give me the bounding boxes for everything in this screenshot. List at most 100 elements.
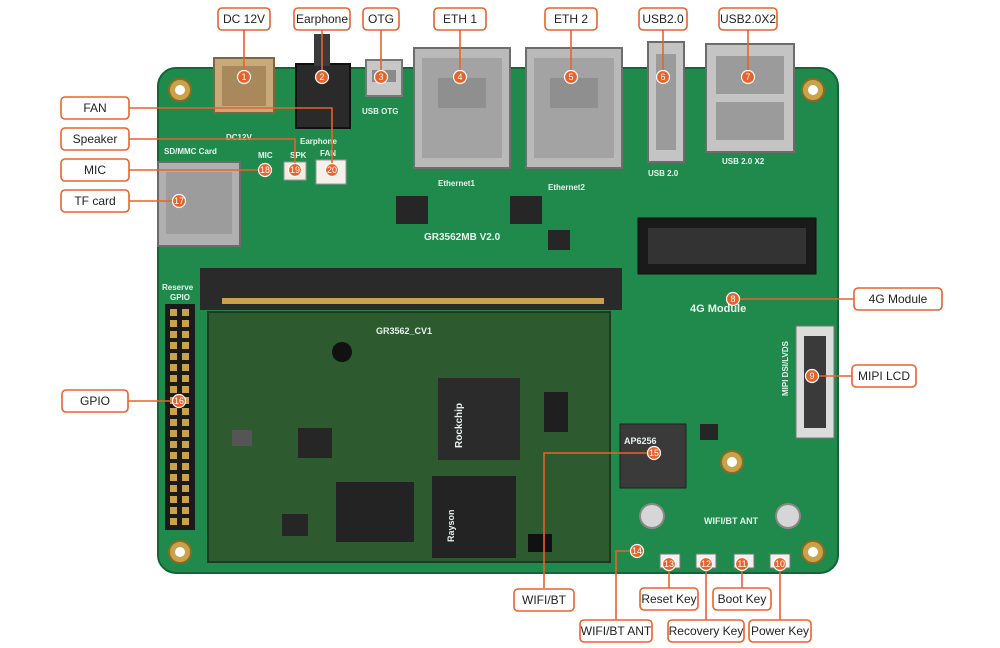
callout-number: 17: [174, 196, 184, 206]
callout-box: TF card: [60, 189, 130, 213]
gpio-pin: [182, 474, 189, 481]
gpio-pins: [170, 309, 189, 525]
silk-eth1: Ethernet1: [438, 179, 475, 188]
gpio-pin: [170, 452, 177, 459]
gpio-pin: [182, 430, 189, 437]
callout-marker: 1: [236, 69, 252, 85]
gpio-pin: [182, 353, 189, 360]
silk-4g-module: 4G Module: [690, 303, 746, 315]
silk-mipi: MIPI DSI/LVDS: [781, 340, 790, 396]
callout-number: 13: [664, 559, 674, 569]
callout-marker: 4: [452, 69, 468, 85]
callout-label: DC 12V: [223, 12, 265, 26]
callout-marker: 20: [324, 162, 340, 178]
silk-earphone: Earphone: [300, 137, 337, 146]
callout-marker: 9: [804, 368, 820, 384]
callout-box: MIC: [60, 158, 130, 182]
callout-number: 7: [745, 72, 750, 82]
gpio-pin: [170, 386, 177, 393]
callout-label: 4G Module: [869, 292, 928, 306]
callout-marker: 3: [373, 69, 389, 85]
gpio-pin: [182, 320, 189, 327]
callout-box: MIPI LCD: [851, 364, 917, 388]
leader-line: [129, 138, 296, 170]
callout-label: MIC: [84, 163, 106, 177]
gpio-pin: [182, 452, 189, 459]
gpio-pin: [182, 309, 189, 316]
callout-label: FAN: [83, 101, 106, 115]
gpio-pin: [182, 364, 189, 371]
leader-line: [129, 107, 333, 170]
gpio-pin: [182, 441, 189, 448]
callout-label: Speaker: [73, 132, 118, 146]
callout-label: Earphone: [296, 12, 348, 26]
callout-number: 20: [327, 165, 337, 175]
callout-marker: 15: [646, 445, 662, 461]
callout-marker: 19: [287, 162, 303, 178]
callout-box: Boot Key: [712, 587, 772, 611]
gpio-pin: [182, 408, 189, 415]
silk-fan: FAN: [320, 149, 336, 158]
pmic-chip: [298, 428, 332, 458]
callout-box: GPIO: [61, 389, 129, 413]
gpio-pin: [170, 474, 177, 481]
silk-dc: DC12V: [226, 133, 252, 142]
callout-box: USB2.0X2: [718, 7, 778, 31]
gpio-pin: [170, 364, 177, 371]
gpio-pin: [182, 342, 189, 349]
gpio-pin: [170, 353, 177, 360]
callout-label: ETH 2: [554, 12, 588, 26]
silk-reserve: Reserve: [162, 283, 194, 292]
callout-marker: 12: [698, 556, 714, 572]
gpio-pin: [170, 408, 177, 415]
leader-lines: [128, 30, 854, 620]
callout-box: Speaker: [60, 127, 130, 151]
silk-usb-otg: USB OTG: [362, 107, 398, 116]
callout-box: WIFI/BT: [513, 588, 575, 612]
silk-spk: SPK: [290, 151, 307, 160]
gpio-pin: [170, 441, 177, 448]
soc-chip: [438, 378, 520, 460]
callout-label: Reset Key: [641, 592, 696, 606]
callout-label: OTG: [368, 12, 394, 26]
mounting-holes: [168, 78, 825, 564]
callout-number: 11: [737, 559, 746, 569]
callout-label: Power Key: [751, 624, 809, 638]
gpio-pin: [170, 430, 177, 437]
silk-rayson: Rayson: [446, 509, 456, 542]
callout-box: DC 12V: [217, 7, 271, 31]
callout-marker: 8: [725, 291, 741, 307]
callout-number: 15: [649, 448, 659, 458]
gpio-pin: [170, 375, 177, 382]
callout-number: 6: [660, 72, 665, 82]
silk-board-model: GR3562MB V2.0: [424, 232, 501, 243]
callout-marker: 18: [257, 162, 273, 178]
callout-marker: 11: [734, 556, 750, 572]
silk-ap6256: AP6256: [624, 436, 657, 446]
callout-label: ETH 1: [443, 12, 477, 26]
callout-number: 9: [809, 371, 814, 381]
callout-number: 8: [730, 294, 735, 304]
callout-label: WIFI/BT ANT: [581, 624, 652, 638]
callout-marker: 6: [655, 69, 671, 85]
silk-rockchip: Rockchip: [454, 403, 465, 448]
gpio-pin: [170, 331, 177, 338]
silk-usb20x2: USB 2.0 X2: [722, 157, 765, 166]
leader-line: [543, 452, 654, 588]
callout-number: 4: [457, 72, 462, 82]
callout-box: FAN: [60, 96, 130, 120]
callout-number: 18: [260, 165, 270, 175]
callout-marker: 14: [629, 543, 645, 559]
ethernet-phy-chip: [510, 196, 542, 224]
callout-number: 14: [632, 546, 642, 556]
callout-marker: 10: [772, 556, 788, 572]
silk-core-model: GR3562_CV1: [376, 326, 432, 336]
silk-gpio: GPIO: [170, 293, 190, 302]
gpio-pin: [182, 518, 189, 525]
callout-box: Earphone: [293, 7, 351, 31]
memory-chip: [336, 482, 414, 542]
callout-number: 12: [701, 559, 711, 569]
memory-chip: [432, 476, 516, 558]
